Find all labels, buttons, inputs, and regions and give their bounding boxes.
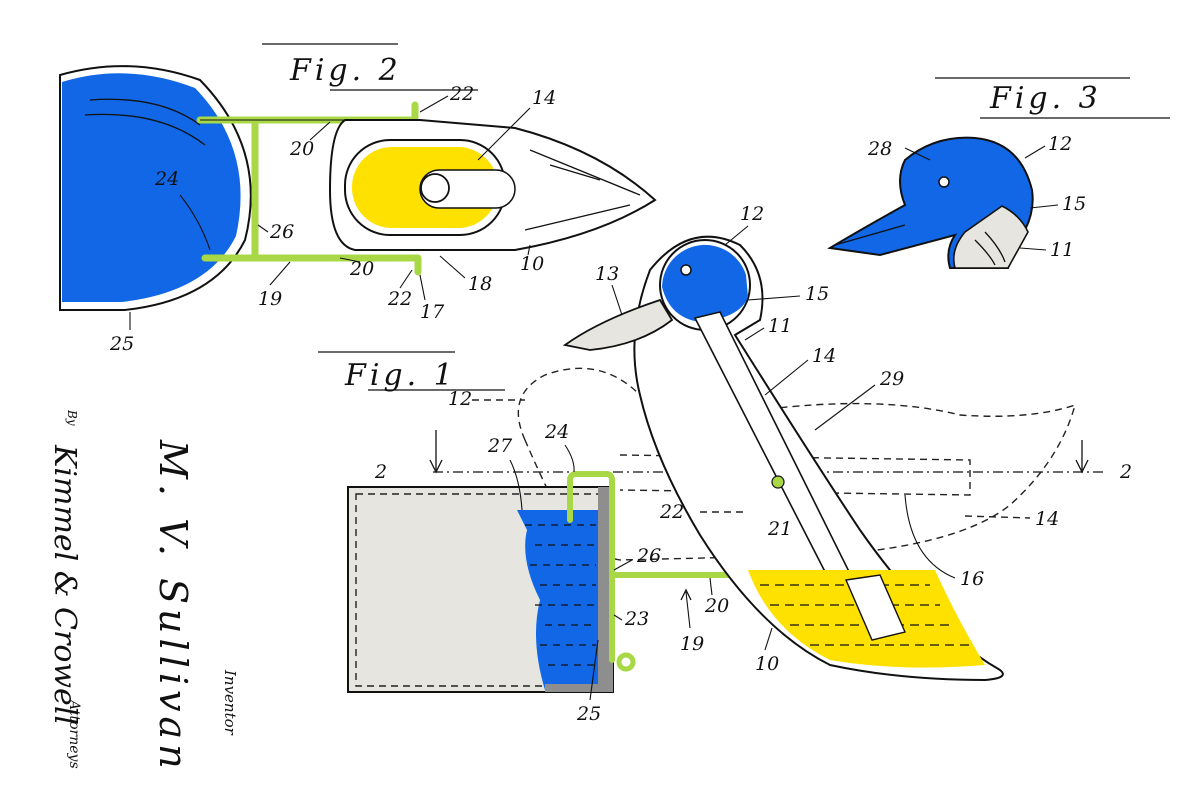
svg-text:2: 2 <box>1119 461 1132 483</box>
inventor-name: M. V. Sullivan <box>151 439 195 774</box>
credits: M. V. Sullivan Inventor By Kimmel & Crow… <box>47 409 239 774</box>
fig1-duck-dashed <box>517 367 1077 561</box>
fig3: Fig. 3 28 12 15 11 <box>827 77 1170 269</box>
svg-text:28: 28 <box>867 138 892 160</box>
svg-text:26: 26 <box>636 545 661 567</box>
fig1-water <box>517 510 598 690</box>
fig1-title: Fig. 1 <box>344 358 457 393</box>
svg-text:25: 25 <box>109 333 134 355</box>
svg-text:16: 16 <box>960 568 984 590</box>
svg-text:24: 24 <box>154 168 179 190</box>
svg-text:14: 14 <box>1035 508 1059 530</box>
svg-text:13: 13 <box>595 263 619 285</box>
svg-text:10: 10 <box>755 653 779 675</box>
svg-text:14: 14 <box>812 345 836 367</box>
svg-text:22: 22 <box>449 83 474 105</box>
svg-text:22: 22 <box>387 288 412 310</box>
svg-text:29: 29 <box>879 368 904 390</box>
fig2-tube-upper <box>196 101 419 124</box>
svg-text:15: 15 <box>805 283 829 305</box>
attorneys-label: Attorneys <box>66 698 82 769</box>
svg-text:10: 10 <box>520 253 544 275</box>
fig3-title: Fig. 3 <box>989 81 1102 116</box>
svg-text:14: 14 <box>532 87 556 109</box>
svg-text:22: 22 <box>659 501 684 523</box>
inventor-label: Inventor <box>221 669 239 736</box>
svg-text:20: 20 <box>289 138 314 160</box>
svg-text:2: 2 <box>374 461 387 483</box>
svg-text:25: 25 <box>576 703 601 725</box>
svg-text:12: 12 <box>448 388 472 410</box>
svg-text:19: 19 <box>258 288 282 310</box>
svg-text:20: 20 <box>349 258 374 280</box>
fig3-eye-icon <box>938 176 950 188</box>
svg-text:23: 23 <box>624 608 649 630</box>
attorney-signature: Kimmel & Crowell <box>47 444 82 725</box>
svg-text:18: 18 <box>468 273 492 295</box>
fig1-siphon-tube <box>567 471 615 663</box>
fig1-pivot <box>771 475 785 489</box>
fig1-head-blue <box>662 244 748 322</box>
svg-text:27: 27 <box>487 435 513 457</box>
svg-text:12: 12 <box>740 203 764 225</box>
svg-text:15: 15 <box>1062 193 1086 215</box>
fig2-title: Fig. 2 <box>289 53 402 88</box>
svg-text:17: 17 <box>420 301 445 323</box>
fig2-tube-lower <box>201 254 422 276</box>
fig2: Fig. 2 22 14 24 20 26 20 19 2 <box>59 43 657 355</box>
svg-text:21: 21 <box>767 518 792 540</box>
by-label: By <box>65 409 79 426</box>
svg-text:19: 19 <box>680 633 704 655</box>
fig1: Fig. 1 2 2 <box>318 203 1132 725</box>
svg-text:11: 11 <box>768 315 792 337</box>
fig1-eye-icon <box>680 264 692 276</box>
svg-text:20: 20 <box>704 595 729 617</box>
svg-text:26: 26 <box>269 221 294 243</box>
svg-text:12: 12 <box>1048 133 1072 155</box>
fig1-beak <box>562 298 674 351</box>
fig2-water <box>62 73 241 302</box>
svg-text:24: 24 <box>544 421 569 443</box>
svg-text:11: 11 <box>1050 239 1074 261</box>
